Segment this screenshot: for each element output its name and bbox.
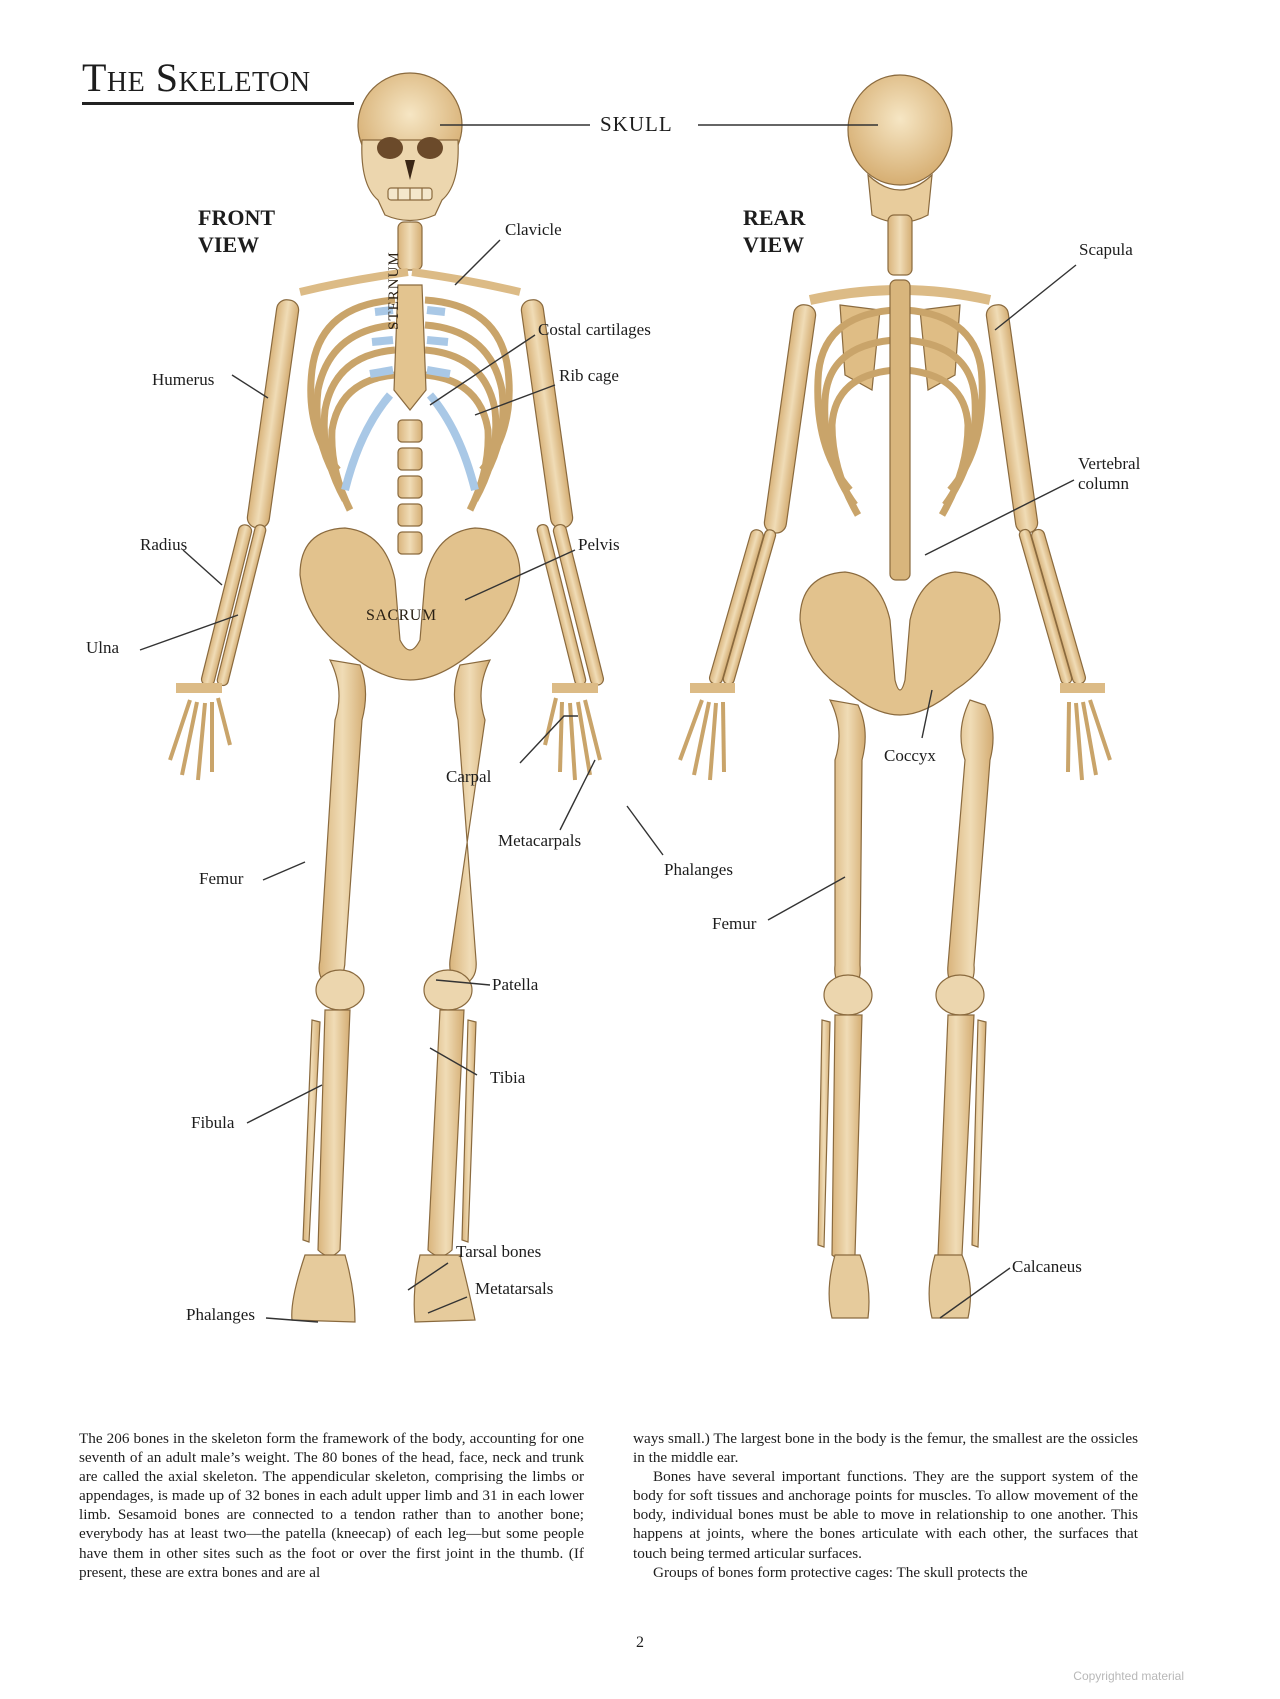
- copyright-notice: Copyrighted material: [1073, 1669, 1184, 1683]
- label-metacarpals: Metacarpals: [498, 831, 582, 850]
- label-patella: Patella: [492, 975, 539, 994]
- label-scapula: Scapula: [1079, 240, 1133, 259]
- front-view-heading-line1: FRONT: [198, 205, 275, 230]
- label-fibula: Fibula: [191, 1113, 235, 1132]
- label-costal-cartilages: Costal cartilages: [538, 320, 651, 339]
- front-lumbar-spine: [397, 419, 423, 555]
- front-view-heading-line2: VIEW: [198, 232, 260, 257]
- label-ulna: Ulna: [86, 638, 120, 657]
- page-title: The Skeleton: [82, 55, 311, 100]
- rear-rib-cage: [814, 306, 986, 517]
- label-femur-front: Femur: [199, 869, 244, 888]
- costal-cartilage: [341, 306, 479, 491]
- label-vertebral-column-line1: Vertebral: [1078, 454, 1141, 473]
- rear-view-heading-line1: REAR: [743, 205, 806, 230]
- paragraph: ways small.) The largest bone in the bod…: [633, 1430, 1138, 1467]
- label-vertebral-column-line2: column: [1078, 473, 1129, 493]
- paragraph: The 206 bones in the skeleton form the f…: [79, 1430, 584, 1581]
- label-vertebral-column: Vertebral column: [1078, 454, 1140, 493]
- label-calcaneus: Calcaneus: [1012, 1257, 1082, 1276]
- label-pelvis: Pelvis: [578, 535, 620, 554]
- body-text-right-column: ways small.) The largest bone in the bod…: [633, 1429, 1138, 1582]
- label-sacrum: SACRUM: [366, 607, 437, 624]
- label-radius: Radius: [140, 535, 188, 554]
- label-humerus: Humerus: [152, 370, 215, 389]
- front-rib-cage: [307, 296, 513, 512]
- label-rib-cage: Rib cage: [559, 366, 619, 385]
- title-underline: [82, 102, 354, 105]
- label-phalanges-foot: Phalanges: [186, 1305, 255, 1324]
- label-tarsal-bones: Tarsal bones: [456, 1242, 542, 1261]
- label-tibia: Tibia: [490, 1068, 526, 1087]
- label-carpal: Carpal: [446, 767, 492, 786]
- label-femur-rear: Femur: [712, 914, 757, 933]
- paragraph: Groups of bones form protective cages: T…: [653, 1563, 1028, 1581]
- label-clavicle: Clavicle: [505, 220, 562, 239]
- front-skeleton: [168, 72, 605, 1323]
- leader-lines: [139, 124, 1077, 1323]
- rear-skeleton: [678, 74, 1112, 1319]
- label-skull: SKULL: [600, 112, 673, 136]
- rear-view-heading: REAR VIEW: [743, 204, 805, 258]
- front-arms: [200, 299, 605, 687]
- label-phalanges-hand: Phalanges: [664, 860, 733, 879]
- rear-view-heading-line2: VIEW: [743, 232, 805, 257]
- page-number: 2: [636, 1634, 644, 1651]
- paragraph: Bones have several important functions. …: [633, 1468, 1138, 1562]
- skeleton-illustration: [139, 72, 1112, 1323]
- front-hands: [168, 683, 602, 781]
- label-sternum: STERNUM: [386, 251, 402, 330]
- front-skull: [357, 72, 463, 222]
- label-metatarsals: Metatarsals: [475, 1279, 554, 1298]
- front-view-heading: FRONT VIEW: [198, 204, 275, 258]
- body-text-left-column: The 206 bones in the skeleton form the f…: [79, 1429, 584, 1582]
- label-coccyx: Coccyx: [884, 746, 936, 765]
